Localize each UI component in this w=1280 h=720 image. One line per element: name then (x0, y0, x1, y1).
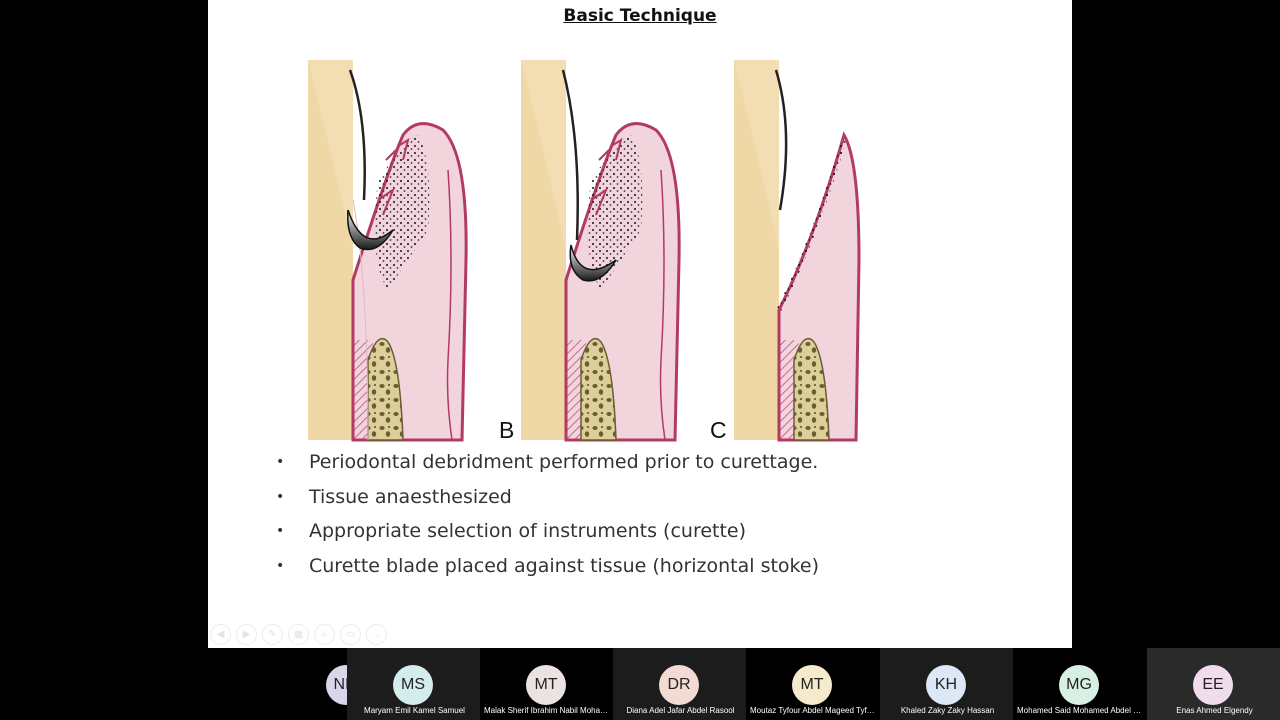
bullet-item: • Tissue anaesthesized (276, 483, 819, 518)
participant-name: Khaled Zaky Zaky Hassan (900, 706, 995, 715)
participant-name: Enas Ahmed Elgendy (1176, 706, 1253, 715)
bullet-text: Periodontal debridment performed prior t… (309, 451, 819, 473)
participant-avatar: KH (926, 665, 966, 705)
bullet-symbol: • (276, 557, 285, 574)
bullet-text: Appropriate selection of instruments (cu… (309, 520, 747, 542)
bullet-text: Tissue anaesthesized (309, 485, 512, 508)
slide-title: Basic Technique (563, 6, 717, 26)
panel-a: A (283, 58, 468, 443)
bullet-item: • Appropriate selection of instruments (c… (276, 517, 819, 552)
panel-letter-b: B (499, 417, 514, 443)
participant-tile[interactable]: MT Moutaz Tyfour Abdel Mageed Tyfour (746, 648, 879, 720)
zoom-icon[interactable]: ⌕ (314, 624, 335, 645)
bullet-symbol: • (276, 454, 285, 470)
panel-b: B (499, 58, 681, 443)
participant-avatar: EE (1193, 665, 1233, 705)
participant-avatar: MS (393, 665, 433, 705)
subtitles-icon[interactable]: ▭ (340, 624, 361, 645)
participants-strip: NM MS Maryam Emil Kamel Samuel MT Malak … (0, 648, 1280, 720)
bullet-item: • Curette blade placed against tissue (ho… (276, 552, 819, 587)
presentation-slide: Basic Technique (208, 0, 1072, 648)
curettage-illustration: A B C (283, 58, 968, 450)
participant-name: Moutaz Tyfour Abdel Mageed Tyfour (750, 706, 877, 715)
slides-grid-icon[interactable]: ▦ (288, 624, 309, 645)
bullet-item: • Periodontal debridment performed prior … (276, 448, 819, 483)
participant-avatar: MT (792, 665, 832, 705)
bullet-symbol: • (276, 523, 285, 539)
participant-name: Diana Adel Jafar Abdel Rasool (626, 706, 735, 715)
more-options-icon[interactable]: … (366, 624, 387, 645)
next-slide-icon[interactable]: ▶ (236, 624, 257, 645)
participant-avatar: DR (659, 665, 699, 705)
panel-c: C (710, 60, 861, 443)
slideshow-toolbar: ◀ ▶ ✎ ▦ ⌕ ▭ … (210, 624, 387, 645)
pen-icon[interactable]: ✎ (262, 624, 283, 645)
participant-tile[interactable]: MT Malak Sherif Ibrahim Nabil Moham... (480, 648, 613, 720)
previous-slide-icon[interactable]: ◀ (210, 624, 231, 645)
participant-name: Maryam Emil Kamel Samuel (364, 706, 465, 715)
participant-tile[interactable]: DR Diana Adel Jafar Abdel Rasool (613, 648, 746, 720)
participant-avatar: MT (526, 665, 566, 705)
bullet-list: • Periodontal debridment performed prior … (276, 448, 819, 586)
bullet-text: Curette blade placed against tissue (hor… (309, 554, 819, 577)
participant-name: Malak Sherif Ibrahim Nabil Moham... (484, 706, 611, 715)
participant-tile[interactable]: MG Mohamed Said Mohamed Abdel Gh... (1013, 648, 1146, 720)
participant-tile[interactable]: KH Khaled Zaky Zaky Hassan (880, 648, 1013, 720)
participant-avatar: MG (1059, 665, 1099, 705)
participant-name: Mohamed Said Mohamed Abdel Gh... (1017, 706, 1144, 715)
participant-tile[interactable]: MS Maryam Emil Kamel Samuel (347, 648, 480, 720)
participant-tile[interactable]: EE Enas Ahmed Elgendy (1147, 648, 1280, 720)
bullet-symbol: • (276, 488, 285, 505)
panel-letter-c: C (710, 417, 727, 443)
